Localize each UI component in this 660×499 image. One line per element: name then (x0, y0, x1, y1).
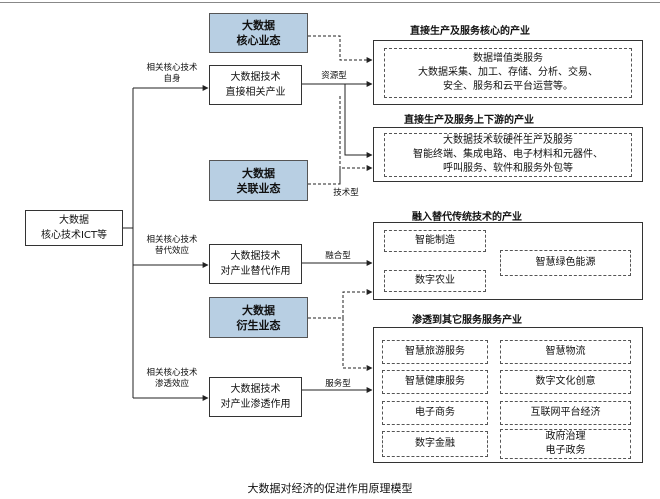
item-smart-green-energy: 智慧绿色能源 (500, 250, 631, 276)
root-box: 大数据 核心技术ICT等 (25, 210, 123, 246)
item-smart-manufacturing: 智能制造 (384, 230, 486, 252)
top-rule (0, 2, 660, 3)
figure-caption: 大数据对经济的促进作用原理模型 (247, 482, 413, 495)
item-platform-economy: 互联网平台经济 (500, 401, 631, 425)
core-business-box: 大数据 核心业态 (209, 13, 308, 53)
derived-business-box: 大数据 衍生业态 (209, 297, 308, 338)
item-digital-culture: 数字文化创意 (500, 370, 631, 394)
group-title-updown: 直接生产及服务上下游的产业 (404, 115, 534, 126)
item-e-government: 政府治理 电子政务 (500, 429, 631, 459)
derived-biz-dotted-down (342, 318, 373, 371)
core-biz-dotted-arrow (308, 35, 373, 63)
penetration-box: 大数据技术 对产业渗透作用 (209, 377, 302, 417)
item-digital-agriculture: 数字农业 (384, 270, 486, 292)
derived-biz-dotted-arrow (308, 289, 373, 319)
group-title-core: 直接生产及服务核心的产业 (410, 26, 530, 37)
item-smart-logistics: 智慧物流 (500, 340, 631, 364)
group-title-substitute: 融入替代传统技术的产业 (412, 212, 522, 223)
software-hardware-service: 大数据技术软硬件生产及服务 智能终端、集成电路、电子材料和元器件、 呼叫服务、软… (384, 133, 632, 177)
item-digital-finance: 数字金融 (382, 431, 488, 457)
item-smart-tourism: 智慧旅游服务 (382, 340, 488, 364)
branch-label-3: 相关核心技术 渗透效应 (146, 368, 198, 389)
associated-business-box: 大数据 关联业态 (209, 160, 308, 201)
resource-down-arrow (344, 84, 373, 158)
type-label-service: 服务型 (325, 379, 351, 389)
branch-label-1: 相关核心技术 自身 (146, 63, 198, 84)
direct-industry-box: 大数据技术 直接相关产业 (209, 65, 302, 105)
type-label-tech: 技术型 (333, 188, 359, 198)
item-e-commerce: 电子商务 (382, 401, 488, 425)
type-label-resource: 资源型 (321, 71, 347, 81)
type-label-fusion: 融合型 (325, 251, 351, 261)
data-value-service: 数据增值类服务 大数据采集、加工、存储、分析、交易、 安全、服务和云平台运营等。 (384, 48, 632, 98)
branch-label-2: 相关核心技术 替代效应 (146, 235, 198, 256)
group-title-penetrate: 渗透到其它服务服务产业 (412, 315, 522, 326)
substitution-box: 大数据技术 对产业替代作用 (209, 244, 302, 284)
item-smart-health: 智慧健康服务 (382, 370, 488, 394)
